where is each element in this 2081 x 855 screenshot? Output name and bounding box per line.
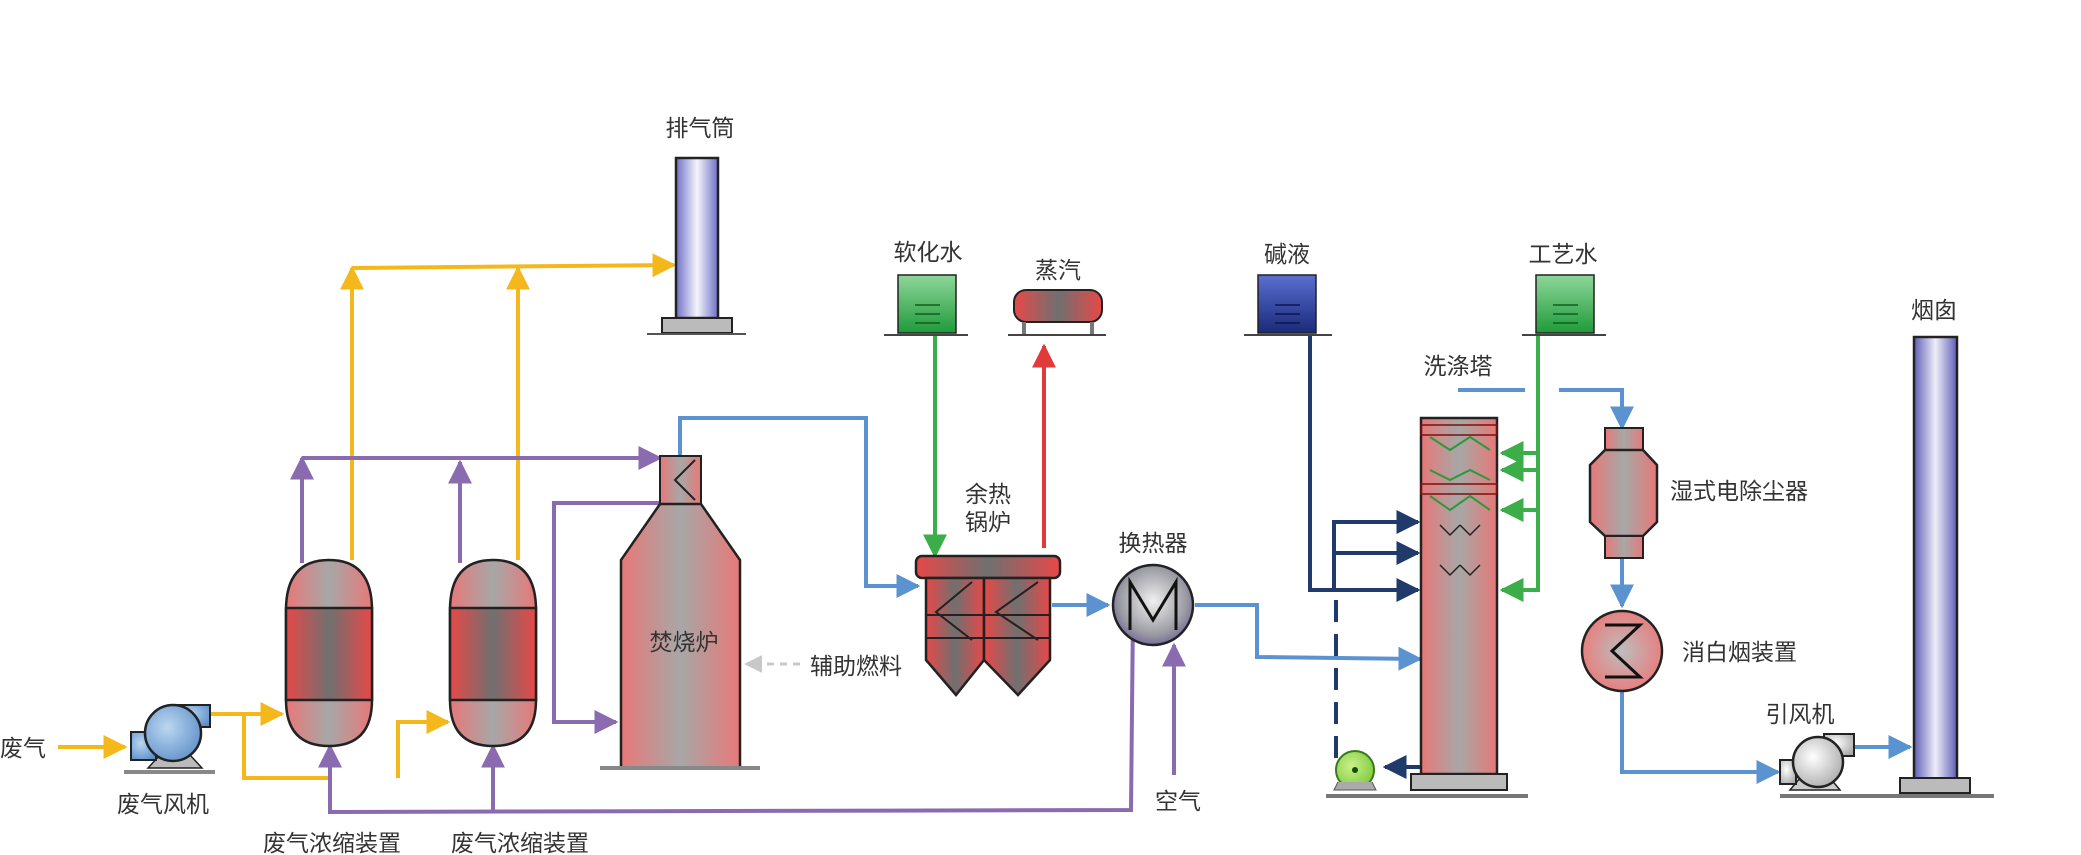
navy-alkali-lines: [1308, 336, 1424, 779]
waste-heat-boiler: [914, 554, 1062, 697]
waste-heat-boiler-label-1: 余热: [965, 482, 1011, 508]
alkali-label: 碱液: [1264, 242, 1310, 268]
exhaust-stack: [647, 156, 746, 335]
process-water-tank: [1522, 274, 1606, 336]
circulation-pump: [1333, 750, 1377, 791]
concentrator-2-label: 废气浓缩装置: [451, 831, 589, 855]
process-water-label: 工艺水: [1529, 242, 1598, 268]
purple-air-lines: [290, 446, 1186, 815]
yellow-gas-lines: [58, 253, 677, 780]
wet-esp-label: 湿式电除尘器: [1670, 479, 1808, 505]
scrubber-tower: [1326, 416, 1528, 798]
chimney: [1780, 335, 1994, 798]
steam-label: 蒸汽: [1035, 258, 1081, 284]
de-plume-device: [1580, 609, 1664, 693]
air-label: 空气: [1155, 789, 1201, 815]
incinerator-label: 焚烧炉: [650, 630, 719, 656]
heat-exchanger: [1111, 563, 1195, 647]
waste-gas-fan: [124, 703, 215, 774]
waste-heat-boiler-label-2: 锅炉: [965, 510, 1011, 536]
wet-esp: [1588, 427, 1659, 559]
labels: 排气筒 软化水 蒸汽 碱液 工艺水 烟囱 洗涤塔 湿式电除尘器 余热 锅炉 换热…: [0, 116, 1957, 855]
incinerator: [600, 455, 760, 770]
chimney-label: 烟囱: [1911, 298, 1957, 324]
concentrator-1-label: 废气浓缩装置: [263, 831, 401, 855]
softened-water-label: 软化水: [894, 240, 963, 266]
steam-drum: [1008, 289, 1106, 336]
blue-flue-lines: [678, 388, 1913, 784]
aux-fuel-label: 辅助燃料: [810, 654, 902, 680]
induced-fan: [1779, 733, 1855, 791]
scrubber-label: 洗涤塔: [1424, 354, 1493, 380]
waste-gas-fan-label: 废气风机: [117, 792, 209, 818]
concentrator-1: [284, 558, 374, 748]
alkali-tank: [1244, 274, 1332, 336]
de-plume-label: 消白烟装置: [1682, 640, 1797, 666]
induced-fan-label: 引风机: [1766, 702, 1835, 728]
softened-water-tank: [884, 274, 968, 336]
exhaust-stack-label: 排气筒: [666, 116, 735, 142]
waste-gas-label: 废气: [0, 736, 46, 762]
heat-exchanger-label: 换热器: [1119, 531, 1188, 557]
green-water-lines: [923, 336, 1540, 602]
concentrator-2: [448, 558, 538, 748]
